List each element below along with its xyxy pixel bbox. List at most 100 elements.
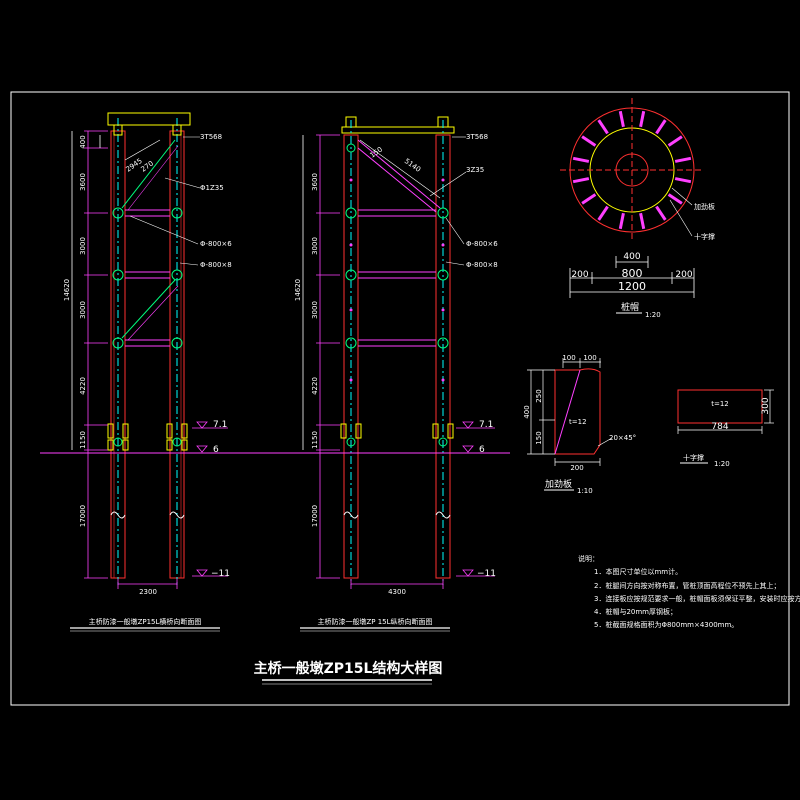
notes-block: 说明： 1．本图尺寸单位以mm计。 2．桩腿间方向按对称布置，管桩顶面高程位不预… <box>578 554 800 629</box>
note-item: 2．桩腿间方向按对称布置，管桩顶面高程位不预先上其上； <box>594 581 780 590</box>
stiffener-chamfer: 20×45° <box>609 434 636 442</box>
stiffener-caption: 加劲板 <box>545 478 572 490</box>
stiffener-dim-400: 400 <box>523 405 531 418</box>
note-item: 3．连接板应按规范要求一般，桩帽面板须保证平整，安装时应按方向； <box>594 594 800 603</box>
left-level-6: 6 <box>213 445 219 455</box>
pile-cap-label-b: 十字撑 <box>694 232 715 241</box>
middle-bottom-dim: 4300 <box>388 588 406 596</box>
stiffener-thickness: t=12 <box>569 418 587 426</box>
cross-brace-thickness: t=12 <box>711 400 729 408</box>
left-node <box>112 337 124 349</box>
middle-level-6: 6 <box>479 445 485 455</box>
pile-cap-scale: 1:20 <box>645 311 661 319</box>
pile-cap-rib <box>581 193 597 205</box>
cross-brace-dim-h: 300 <box>761 397 771 414</box>
left-node <box>171 337 183 349</box>
stiffener-dim-100a: 100 <box>562 354 575 362</box>
pile-cap-section: 加劲板 十字撑 400 800 200 200 1200 桩帽 1:20 <box>560 98 715 319</box>
middle-dim-1150: 1150 <box>311 431 319 449</box>
pile-cap-rib <box>618 110 625 128</box>
pile-cap-rib <box>639 212 646 230</box>
middle-diag-dim-b: 5140 <box>403 157 422 174</box>
middle-pile-shaft-a <box>343 134 359 579</box>
left-dim-total: 14620 <box>63 279 71 301</box>
left-label-pipe1: Φ-800×6 <box>200 240 232 248</box>
pile-cap-caption: 桩帽 <box>621 301 639 313</box>
cross-brace-detail: t=12 784 300 十字撑 1:20 <box>677 389 774 468</box>
pile-cap-dim-800: 800 <box>622 267 643 280</box>
left-dim-4220: 4220 <box>79 377 87 395</box>
note-item: 1．本图尺寸单位以mm计。 <box>594 567 682 576</box>
left-label-pipe2: Φ-800×8 <box>200 261 232 269</box>
stiffener-scale: 1:10 <box>577 487 593 495</box>
pile-cap-dim-200a: 200 <box>571 270 588 280</box>
middle-elevation-view: 3600 3000 3000 4220 1150 17000 14620 150… <box>294 116 498 632</box>
stiffener-dim-250: 250 <box>535 389 543 402</box>
pile-cap-rib <box>655 205 667 221</box>
middle-node <box>345 269 357 281</box>
middle-label-cap: 3T568 <box>466 133 488 141</box>
middle-level-71: 7.1 <box>479 420 493 430</box>
middle-dim-3000b: 3000 <box>311 301 319 319</box>
note-item: 4．桩帽与20mm厚钢板； <box>594 607 677 616</box>
left-cap-plate <box>107 112 191 126</box>
left-dim-3000b: 3000 <box>79 301 87 319</box>
pile-cap-rib <box>639 110 646 128</box>
middle-node <box>345 207 357 219</box>
stiffener-dim-150: 150 <box>535 431 543 444</box>
middle-dim-3600: 3600 <box>311 173 319 191</box>
pile-cap-rib <box>674 156 692 163</box>
left-label-cap: 3T568 <box>200 133 222 141</box>
stiffener-detail: 100 100 400 250 150 200 t=12 20×45° 加劲板 … <box>523 354 636 495</box>
middle-pile-shaft-b <box>435 134 451 579</box>
left-dim-1150: 1150 <box>79 431 87 449</box>
middle-label-pipe1: Φ-800×6 <box>466 240 498 248</box>
pile-cap-rib <box>618 212 625 230</box>
middle-cap-plate <box>341 126 455 134</box>
notes-heading: 说明： <box>578 554 599 563</box>
cross-brace-scale: 1:20 <box>714 460 730 468</box>
left-level-71: 7.1 <box>213 420 227 430</box>
middle-dim-total: 14620 <box>294 279 302 301</box>
left-diagonal-brace-top <box>121 139 176 209</box>
middle-label-pipe2: Φ-800×8 <box>466 261 498 269</box>
note-item: 5．桩截面规格面积为Φ800mm×4300mm。 <box>594 620 738 629</box>
middle-dim-3000a: 3000 <box>311 237 319 255</box>
middle-label-brace: 3Z35 <box>466 166 484 174</box>
middle-node <box>345 337 357 349</box>
middle-level-m11: −11 <box>477 569 496 579</box>
middle-node <box>437 269 449 281</box>
stiffener-dim-200: 200 <box>570 464 583 472</box>
pile-cap-dim-400: 400 <box>623 252 640 262</box>
drawing-title: 主桥一般墩ZP15L结构大样图 <box>254 660 443 677</box>
drawing-frame <box>10 91 790 706</box>
left-elevation-view: 400 3600 3000 3000 4220 1150 17000 14620… <box>63 112 232 632</box>
left-dim-3600: 3600 <box>79 173 87 191</box>
middle-dim-17000: 17000 <box>311 505 319 527</box>
left-dim-17000: 17000 <box>79 505 87 527</box>
cross-brace-dim-w: 784 <box>711 422 728 432</box>
left-bottom-dim: 2300 <box>139 588 157 596</box>
pile-cap-rib <box>674 177 692 184</box>
pile-cap-dim-200b: 200 <box>675 270 692 280</box>
middle-node <box>437 337 449 349</box>
left-level-m11: −11 <box>211 569 230 579</box>
cross-brace-caption: 十字撑 <box>683 453 704 462</box>
left-diagonal-brace-bottom <box>121 279 176 339</box>
pile-cap-rib <box>667 193 683 205</box>
left-node <box>112 269 124 281</box>
pile-cap-rib <box>597 119 609 135</box>
middle-dim-4220: 4220 <box>311 377 319 395</box>
left-node <box>171 207 183 219</box>
left-label-brace: Φ1Z35 <box>200 184 224 192</box>
stiffener-dim-100b: 100 <box>583 354 596 362</box>
pile-cap-label-a: 加劲板 <box>694 202 715 211</box>
left-node <box>112 207 124 219</box>
left-dim-400: 400 <box>79 135 87 148</box>
pile-cap-rib <box>572 177 590 184</box>
stiffener-outline <box>554 368 601 455</box>
left-node <box>171 269 183 281</box>
pile-cap-dim-1200: 1200 <box>618 280 646 293</box>
pile-cap-rib <box>655 119 667 135</box>
